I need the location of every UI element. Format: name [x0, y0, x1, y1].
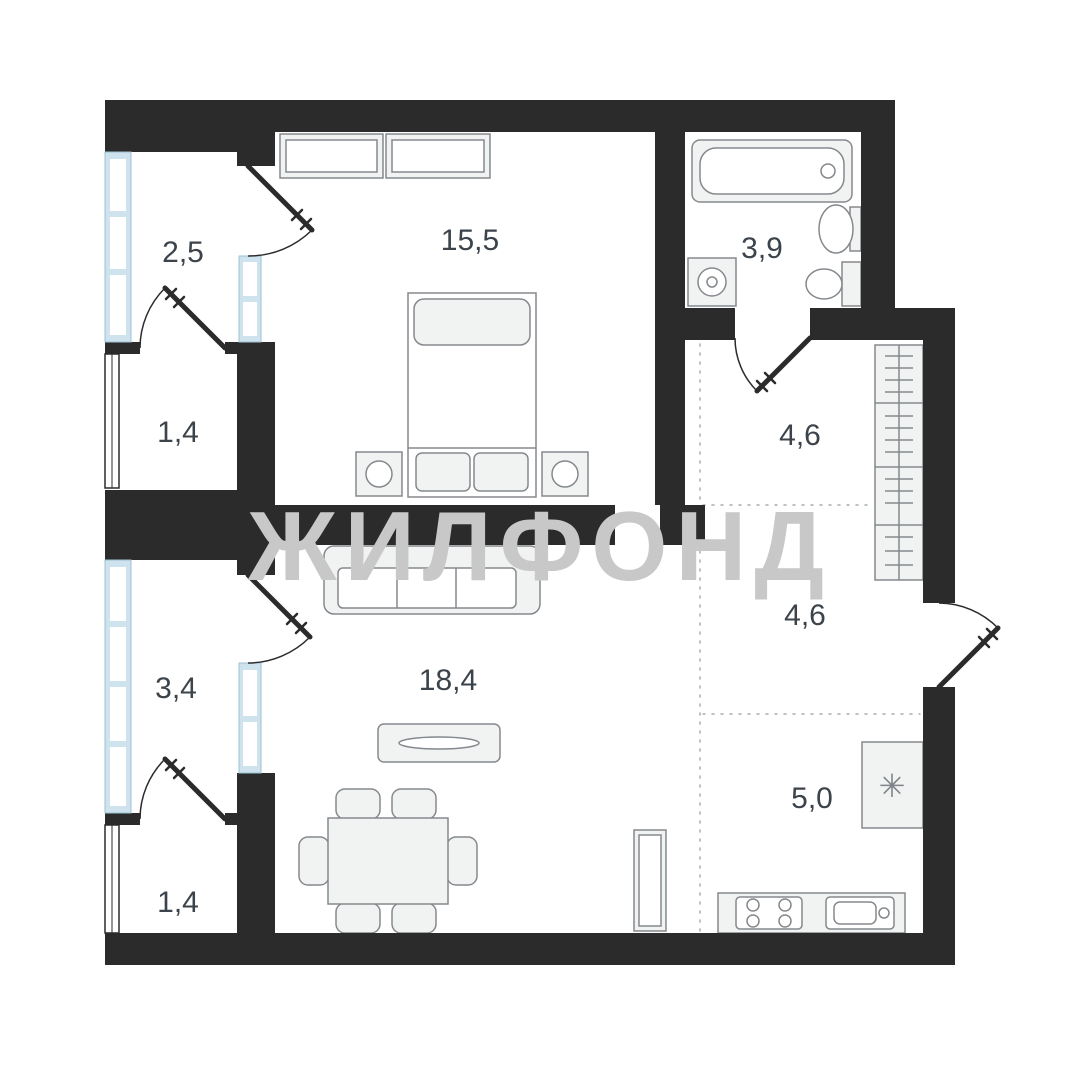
bed: [355, 292, 589, 498]
wall-bedroom-right: [655, 132, 685, 505]
coffee-table: [377, 723, 501, 763]
wall-middle-stub: [660, 505, 705, 545]
sink-bathroom: [818, 204, 862, 254]
bedroom-cabinet: [279, 133, 491, 179]
partition-bottom-a: [105, 813, 140, 825]
room-label-living-room: 18,4: [419, 664, 477, 697]
room-label-kitchen: 5,0: [791, 782, 833, 815]
room-label-hall-lower: 4,6: [784, 599, 826, 632]
chair: [335, 788, 381, 820]
storage-window-bottom: [104, 824, 120, 934]
chair: [446, 836, 478, 886]
wall-bottom: [225, 933, 955, 965]
door-balcony-partition-top: [139, 285, 228, 351]
storage-window-top: [104, 353, 120, 489]
room-label-storage-top: 1,4: [157, 416, 199, 449]
door-entrance: [936, 602, 1001, 690]
door-balcony-top: [245, 163, 315, 257]
lamp-icon: [365, 460, 393, 488]
kitchen-counter: [717, 892, 906, 934]
wall-step: [861, 308, 955, 340]
bathtub: [691, 139, 853, 203]
wall-inner-left-d: [237, 773, 275, 933]
room-label-bathroom: 3,9: [741, 232, 783, 265]
dining-set: [298, 788, 478, 934]
wall-bath-bottom-right: [810, 308, 861, 340]
partition-top-b: [225, 342, 275, 354]
pillow: [415, 452, 471, 492]
wardrobe: [874, 344, 924, 581]
balcony-glazing-top: [104, 151, 132, 343]
zoning-dashed-lines: [699, 343, 921, 932]
chair: [391, 902, 437, 934]
hanger-marks: [885, 355, 913, 566]
fridge: ✳: [861, 741, 924, 829]
watermark-text: ЖИЛФОНД: [247, 491, 832, 601]
kitchen-sink: [825, 896, 895, 930]
lamp-icon: [551, 460, 579, 488]
room-label-balcony-bottom: 3,4: [155, 672, 197, 705]
room-label-storage-bottom: 1,4: [157, 886, 199, 919]
wall-right-lower: [923, 718, 955, 965]
balcony-window-strip-bottom: [238, 662, 262, 774]
door-bathroom: [734, 335, 813, 394]
pillow: [473, 452, 529, 492]
chair: [391, 788, 437, 820]
partition-top-a: [105, 342, 140, 354]
partition-bottom-b: [225, 813, 275, 825]
wall-inner-left-b: [237, 342, 275, 505]
room-label-bedroom: 15,5: [441, 224, 499, 257]
door-balcony-bottom: [245, 572, 313, 664]
wall-inner-left-a: [237, 152, 275, 166]
chair: [298, 836, 330, 886]
washing-machine: [687, 257, 737, 307]
room-labels: 2,5 1,4 15,5 3,9 4,6 4,6 3,4 18,4 1,4 5,…: [155, 224, 833, 919]
chair: [335, 902, 381, 934]
doors: [139, 163, 1001, 822]
stove: [735, 896, 803, 930]
wall-inner-left-c: [237, 560, 275, 575]
windows: [104, 151, 262, 934]
sofa: [323, 545, 541, 615]
room-label-hall-upper: 4,6: [779, 419, 821, 452]
wall-middle: [275, 505, 615, 545]
walls: [105, 100, 955, 965]
wall-top-left-block: [105, 100, 275, 152]
wall-right-mid: [923, 340, 955, 603]
balcony-glazing-bottom: [104, 559, 132, 814]
toilet: [805, 261, 862, 307]
door-balcony-partition-bottom: [139, 756, 228, 822]
furniture-layer: ✳: [279, 133, 924, 934]
balcony-window-strip-top: [238, 255, 262, 343]
wall-right-upper: [861, 100, 895, 340]
tall-cabinet: [633, 829, 667, 932]
wall-bottom-left-block: [105, 933, 225, 965]
dining-table: [327, 817, 449, 905]
wall-entry-block: [923, 687, 955, 718]
fridge-snowflake-icon: ✳: [879, 767, 906, 805]
room-label-balcony-top: 2,5: [162, 236, 204, 269]
wall-bath-bottom-left: [685, 308, 735, 340]
